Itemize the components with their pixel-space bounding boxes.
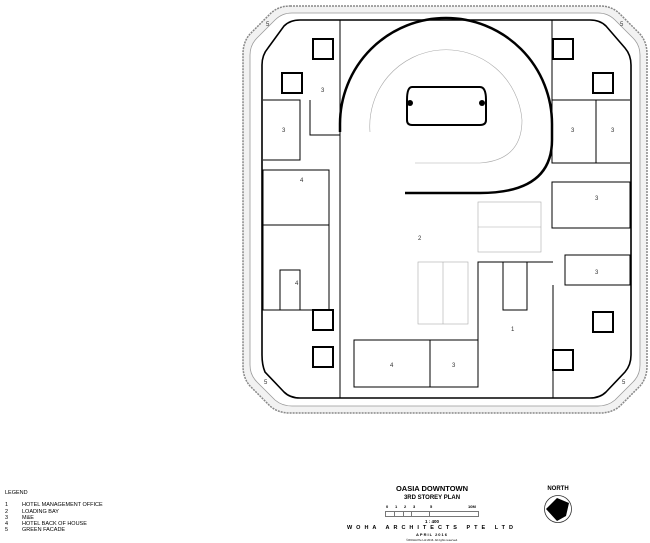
scale-tick: 3	[413, 504, 416, 509]
room-label: 5	[264, 380, 268, 386]
room-label: 2	[418, 236, 422, 242]
legend-title: LEGEND	[5, 490, 28, 496]
room-label: 3	[595, 196, 599, 202]
room-label: 1	[511, 327, 515, 333]
room-label: 3	[282, 128, 286, 134]
room-label: 3	[611, 128, 615, 134]
room-label: 3	[321, 88, 325, 94]
loading-bay-markings	[417, 201, 542, 325]
column	[479, 100, 485, 106]
ramp-lane	[369, 49, 523, 164]
scale-tick: 1	[395, 504, 398, 509]
scale-ticks: 0 1 2 3 5 10M	[372, 504, 492, 511]
firm-name: WOHA ARCHITECTS PTE LTD	[346, 525, 517, 531]
north-indicator: NORTH	[538, 486, 578, 526]
scale-bar	[385, 511, 479, 517]
south-rooms	[353, 261, 553, 388]
scale-tick: 2	[404, 504, 407, 509]
scale-tick: 10M	[468, 504, 476, 509]
room-label: 3	[571, 128, 575, 134]
room-label: 5	[620, 22, 624, 28]
project-title: OASIA DOWNTOWN	[395, 484, 469, 493]
title-block: OASIA DOWNTOWN 3RD STOREY PLAN 0 1 2 3 5…	[347, 484, 513, 542]
east-rooms	[551, 20, 631, 398]
room-label: 4	[295, 281, 299, 287]
ramp	[338, 16, 554, 195]
room-label: 3	[452, 363, 456, 369]
room-label: 5	[266, 22, 270, 28]
central-island	[406, 86, 487, 126]
drawing-date: APRIL 2016	[416, 532, 448, 537]
north-label: NORTH	[547, 486, 569, 492]
scale-tick: 0	[386, 504, 389, 509]
room-label: 3	[595, 270, 599, 276]
building-outline	[261, 19, 632, 399]
scale-ratio: 1 : 400	[424, 519, 439, 524]
room-label: 4	[390, 363, 394, 369]
room-label: 4	[300, 178, 304, 184]
floor-plan: 3 3 3 3 3 3 3 4 4 4 1 2 5 5 5 5	[242, 5, 648, 414]
column	[407, 100, 413, 106]
drawing-title: 3RD STOREY PLAN	[403, 495, 461, 501]
west-rooms	[262, 19, 341, 398]
north-arrow-icon	[544, 495, 572, 523]
room-label: 5	[622, 380, 626, 386]
copyright: ©WOHA Pte Ltd 2016. All rights reserved.	[406, 538, 458, 542]
scale-tick: 5	[430, 504, 433, 509]
